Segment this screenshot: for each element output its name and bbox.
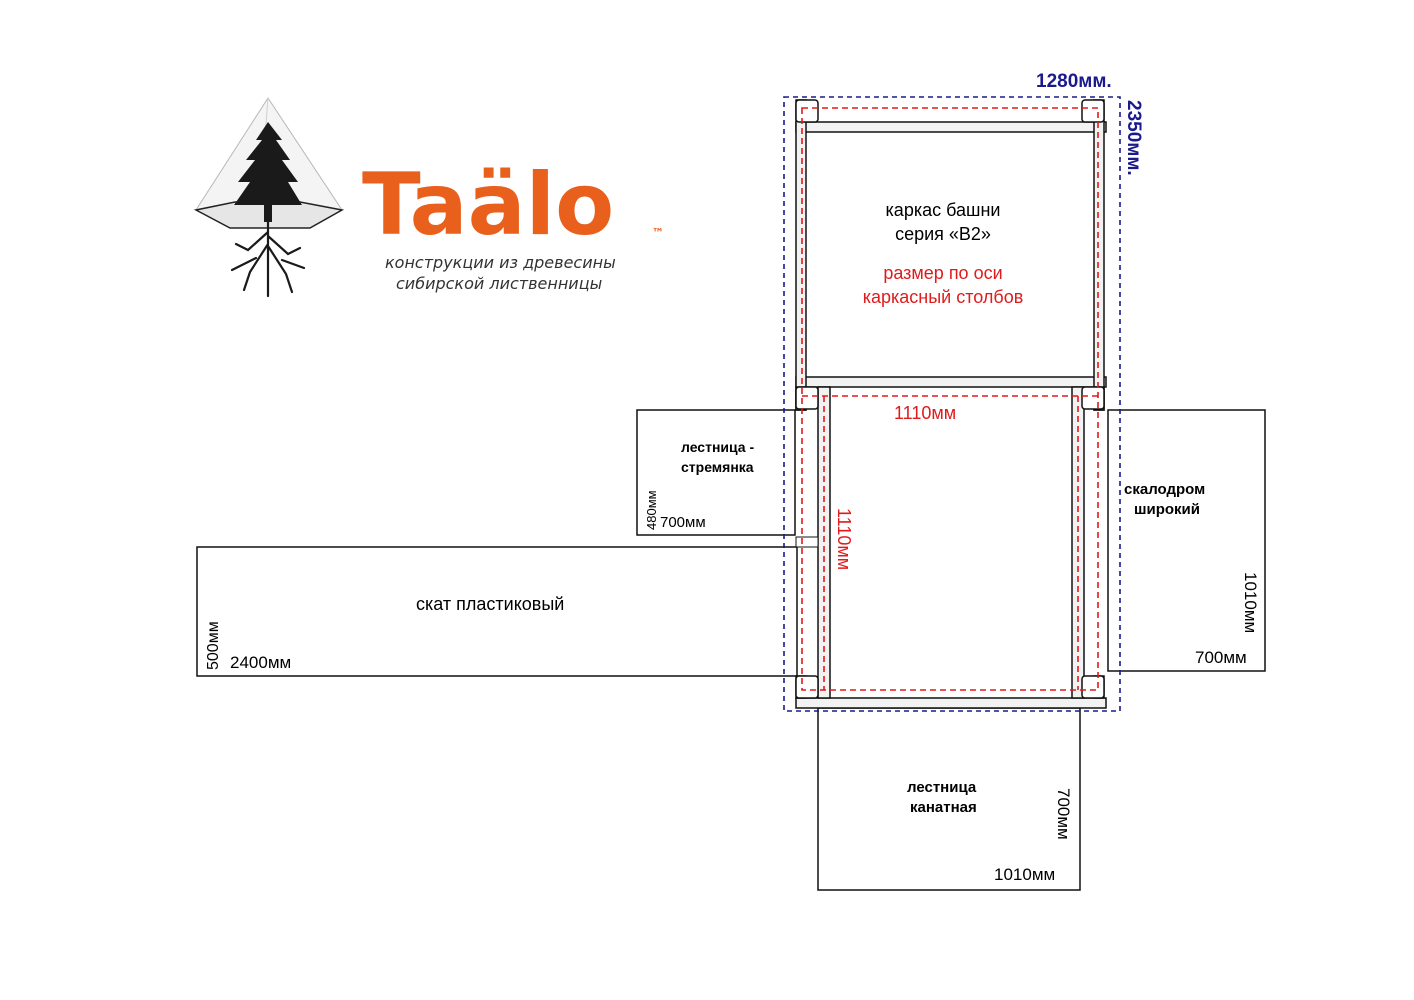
stepladder-label-line-1: лестница -	[681, 439, 754, 455]
outer-width-dimension: 1280мм.	[1036, 71, 1112, 92]
brand-name: Taälo	[362, 155, 614, 255]
middle-beam	[795, 376, 1107, 388]
axis-width-dimension: 1110мм	[894, 403, 956, 423]
stepladder-width-dimension: 700мм	[660, 514, 706, 531]
trademark-symbol: ™	[652, 226, 664, 240]
rope-ladder-label-line-1: лестница	[907, 779, 977, 796]
slide-width-dimension: 500мм	[205, 621, 222, 670]
rope-ladder-label-line-2: канатная	[910, 799, 977, 816]
top-beam	[795, 121, 1107, 133]
rope-ladder-length-dimension: 700мм	[1054, 788, 1073, 840]
slide-label: скат пластиковый	[416, 594, 564, 614]
slide-connector	[795, 536, 819, 548]
slogan-line-1: конструкции из древесины	[385, 253, 616, 272]
taalo-logo: Taälo ™ конструкции из древесины сибирск…	[193, 97, 664, 298]
climbing-wall-label-line-1: скалодром	[1124, 481, 1205, 498]
axis-outline	[801, 107, 1099, 691]
rope-ladder-zone: лестница канатная 700мм 1010мм	[817, 707, 1081, 891]
outer-length-dimension: 2350мм.	[1123, 100, 1144, 176]
climbing-wall-label-line-2: широкий	[1134, 501, 1200, 518]
stepladder-zone: лестница - стремянка 700мм 480мм	[636, 409, 796, 536]
slide-length-dimension: 2400мм	[230, 653, 291, 672]
climbing-wall-zone: скалодром широкий 1010мм 700мм	[1107, 409, 1266, 672]
corner-post	[1081, 675, 1105, 699]
slogan-line-2: сибирской лиственницы	[396, 274, 602, 293]
tower-title-line-2: серия «В2»	[895, 224, 991, 244]
stepladder-label-line-2: стремянка	[681, 459, 754, 475]
tower-title-line-1: каркас башни	[886, 200, 1001, 220]
axis-note-line-1: размер по оси	[883, 263, 1002, 283]
outer-footprint-outline	[783, 96, 1121, 712]
climbing-wall-width-dimension: 700мм	[1195, 648, 1247, 667]
pine-tree-logo-icon	[193, 97, 345, 298]
right-outer-post	[1093, 99, 1105, 411]
bottom-beam	[795, 697, 1107, 709]
tower-frame	[795, 99, 1107, 709]
rope-ladder-width-dimension: 1010мм	[994, 865, 1055, 884]
right-inner-post	[1071, 386, 1085, 699]
corner-post	[1081, 386, 1105, 410]
corner-post	[795, 675, 819, 699]
axis-note-line-2: каркасный столбов	[863, 287, 1024, 307]
corner-post	[1081, 99, 1105, 123]
plastic-slide-zone: скат пластиковый 2400мм 500мм	[196, 546, 798, 677]
climbing-wall-length-dimension: 1010мм	[1241, 572, 1260, 633]
left-outer-post	[795, 99, 807, 411]
corner-post	[795, 99, 819, 123]
axis-length-dimension: 1110мм	[834, 508, 854, 570]
corner-post	[795, 386, 819, 410]
stepladder-depth-dimension: 480мм	[644, 490, 659, 530]
